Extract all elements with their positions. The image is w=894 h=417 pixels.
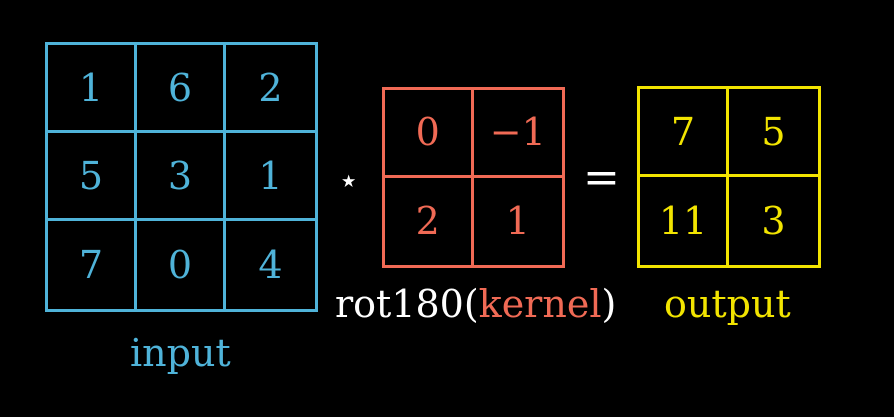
input-cell: 5: [48, 133, 137, 221]
output-cell: 5: [729, 89, 818, 177]
output-cell: 3: [761, 199, 786, 243]
convolution-operator: ⋆: [338, 161, 360, 201]
input-matrix: 1 6 2 5 3 1 7 0 4: [45, 42, 318, 312]
kernel-caption-prefix: rot180(: [335, 282, 479, 326]
input-cell: 6: [137, 45, 226, 133]
kernel-caption-suffix: ): [601, 282, 617, 326]
equals-operator: =: [583, 152, 620, 203]
input-label: input: [130, 331, 231, 375]
kernel-caption: rot180(kernel): [335, 285, 616, 323]
kernel-cell: 1: [505, 199, 530, 244]
kernel-caption-word: kernel: [478, 282, 602, 326]
input-cell: 3: [137, 133, 226, 221]
kernel-cell: 2: [385, 177, 474, 265]
input-cell: 0: [137, 221, 226, 309]
output-cell: 7: [640, 89, 729, 177]
output-cell: 11: [640, 177, 729, 265]
input-cell: 4: [258, 243, 283, 287]
output-label: output: [664, 282, 791, 326]
output-matrix: 7 5 11 3: [637, 86, 821, 268]
input-cell: 1: [226, 133, 315, 221]
input-cell: 1: [48, 45, 137, 133]
kernel-matrix: 0 −1 2 1: [382, 87, 565, 268]
kernel-cell: −1: [473, 90, 562, 178]
kernel-cell: 0: [385, 90, 474, 178]
input-cell: 7: [48, 221, 137, 309]
input-cell: 2: [226, 45, 315, 133]
